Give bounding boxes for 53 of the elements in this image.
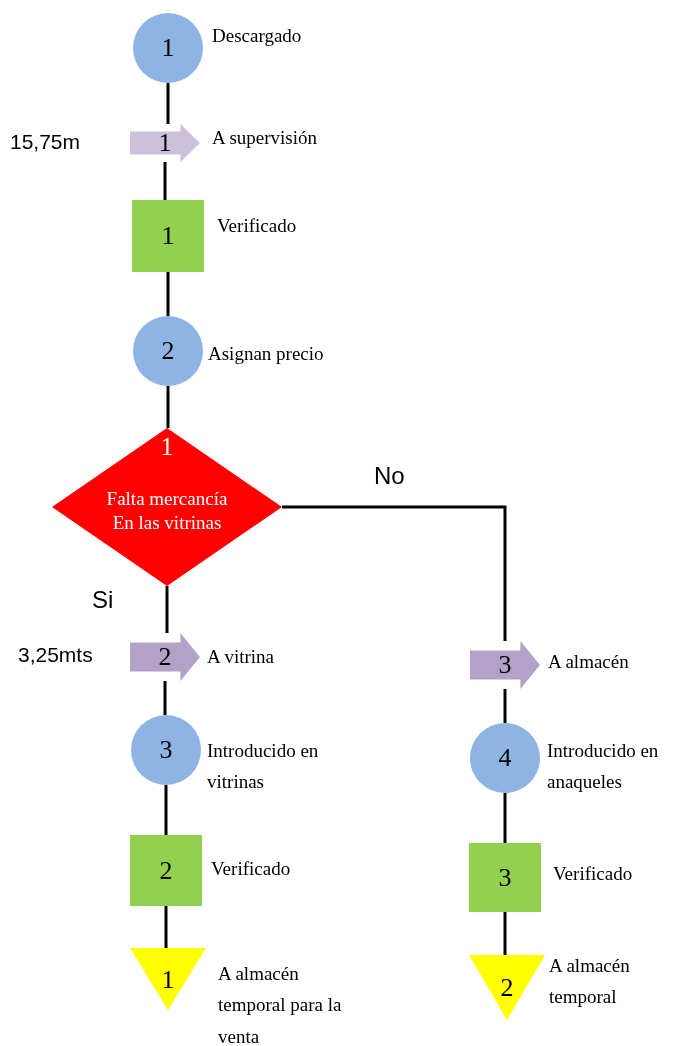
- inspection-square: [132, 200, 204, 272]
- step-number: 3: [497, 864, 513, 891]
- step-number: 2: [499, 974, 515, 1001]
- decision-diamond: [52, 428, 282, 586]
- storage-triangle: [130, 948, 206, 1010]
- inspection-square: [130, 835, 202, 906]
- operation-circle: [470, 723, 540, 793]
- operation-circle: [133, 316, 203, 386]
- connector-line: [163, 681, 167, 715]
- transport-symbol: [130, 633, 200, 681]
- connector-line: [163, 162, 167, 200]
- step-description: Introducido en anaqueles: [547, 739, 660, 795]
- inspection-square: [469, 843, 541, 912]
- step-description: A almacén: [548, 650, 630, 674]
- connector-line: [164, 906, 168, 948]
- step-number: 1: [160, 223, 176, 249]
- connector-line: [503, 689, 507, 723]
- step-description: Verificado: [217, 214, 298, 238]
- step-number: 1: [160, 35, 176, 61]
- step-description: A almacén temporal para la venta: [218, 962, 343, 1046]
- connector-line: [166, 83, 170, 124]
- step-description: Asignan precio: [208, 342, 325, 366]
- distance-label: 3,25mts: [18, 643, 94, 667]
- step-number: 4: [497, 745, 513, 771]
- decision-text: Falta mercancía En las vitrinas: [105, 487, 229, 535]
- connector-line: [164, 785, 168, 835]
- step-number: 3: [497, 652, 513, 678]
- step-number: 3: [158, 737, 174, 763]
- step-description: Verificado: [553, 862, 634, 886]
- connector-line: [503, 912, 507, 955]
- distance-label: 15,75m: [10, 130, 82, 154]
- connector-line: [503, 793, 507, 843]
- step-number: 2: [157, 644, 173, 670]
- transport-symbol: [470, 641, 540, 689]
- step-description: A supervisión: [212, 126, 319, 150]
- step-number: 2: [158, 857, 174, 884]
- connector-line: [166, 386, 170, 428]
- operation-circle: [133, 13, 203, 83]
- step-description: Verificado: [211, 857, 292, 881]
- connector-line: [166, 272, 170, 316]
- step-number: 1: [157, 130, 173, 156]
- operation-circle: [131, 715, 201, 785]
- storage-triangle: [469, 955, 545, 1020]
- step-number: 2: [160, 338, 176, 364]
- step-description: A almacén temporal: [549, 954, 631, 1010]
- connector-line: [282, 505, 507, 641]
- transport-symbol: [130, 124, 200, 162]
- step-description: Descargado: [212, 24, 303, 48]
- step-description: A vitrina: [207, 645, 276, 669]
- step-number: 1: [160, 966, 176, 993]
- step-number: 1: [159, 434, 175, 460]
- step-description: Introducido en vitrinas: [207, 739, 320, 795]
- connector-line: [165, 586, 169, 633]
